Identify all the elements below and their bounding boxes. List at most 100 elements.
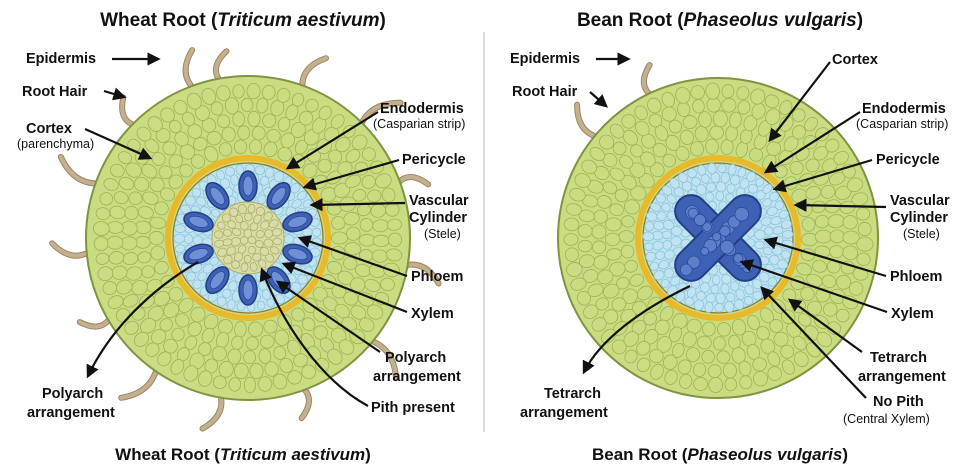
bean-label-root-hair: Root Hair bbox=[512, 84, 578, 100]
wheat-label-cortex-sub: (parenchyma) bbox=[17, 137, 94, 151]
wheat-label-endodermis-sub: (Casparian strip) bbox=[373, 117, 465, 131]
cortex-cell bbox=[107, 236, 123, 250]
cortex-cell bbox=[237, 126, 249, 140]
cortex-cell bbox=[241, 98, 253, 111]
cortex-cell bbox=[858, 222, 872, 236]
xylem-vessel bbox=[243, 176, 253, 196]
bean-label-cortex: Cortex bbox=[832, 52, 878, 68]
wheat-label-endodermis: Endodermis bbox=[380, 101, 464, 117]
cortex-cell bbox=[709, 377, 723, 392]
stele-cell bbox=[782, 230, 793, 238]
wheat-label-polyarch-left-2: arrangement bbox=[27, 405, 115, 421]
bean-label-endodermis: Endodermis bbox=[862, 101, 946, 117]
bean-label-phloem: Phloem bbox=[890, 269, 942, 285]
xylem-vessel bbox=[734, 254, 743, 263]
bean-panel: Bean Root (Phaseolus vulgaris) Epidermis… bbox=[510, 10, 950, 464]
xylem-vessel bbox=[735, 207, 749, 221]
cortex-cell bbox=[564, 233, 578, 245]
cortex-cell bbox=[246, 337, 259, 350]
bean-label-tetrarch-right-1: Tetrarch bbox=[870, 350, 927, 366]
wheat-label-vascular-sub: (Stele) bbox=[424, 227, 461, 241]
bean-label-vascular-sub: (Stele) bbox=[903, 227, 940, 241]
wheat-arrow-root-hair bbox=[104, 91, 124, 97]
cortex-cell bbox=[388, 233, 402, 247]
stele-cell bbox=[174, 234, 185, 243]
bean-label-tetrarch-right-2: arrangement bbox=[858, 369, 946, 385]
wheat-label-polyarch-right-1: Polyarch bbox=[385, 350, 446, 366]
wheat-label-pith: Pith present bbox=[371, 400, 455, 416]
bean-title: Bean Root (Phaseolus vulgaris) bbox=[577, 10, 863, 31]
xylem-vessel bbox=[694, 214, 705, 225]
cortex-cell bbox=[708, 365, 721, 378]
cortex-cell bbox=[856, 237, 873, 252]
cortex-cell bbox=[713, 337, 725, 351]
pith-cell bbox=[245, 213, 253, 221]
bean-label-vascular-1: Vascular bbox=[890, 193, 950, 209]
wheat-label-cortex: Cortex bbox=[26, 121, 72, 137]
bean-arrow-root-hair bbox=[590, 92, 606, 106]
xylem-vessel bbox=[243, 280, 253, 300]
cortex-cell bbox=[243, 351, 255, 364]
bean-label-xylem: Xylem bbox=[891, 306, 934, 322]
bean-label-no-pith-sub: (Central Xylem) bbox=[843, 412, 930, 426]
wheat-label-phloem: Phloem bbox=[411, 269, 463, 285]
stele-cell bbox=[754, 230, 765, 240]
wheat-label-polyarch-right-2: arrangement bbox=[373, 369, 461, 385]
stele-cell bbox=[712, 275, 720, 285]
cortex-cell bbox=[592, 240, 606, 254]
cortex-cell bbox=[619, 230, 634, 242]
cortex-cell bbox=[578, 240, 593, 252]
wheat-title: Wheat Root (Triticum aestivum) bbox=[100, 10, 386, 31]
stele-cell bbox=[716, 191, 724, 201]
wheat-label-vascular-1: Vascular bbox=[409, 193, 469, 209]
stele-cell bbox=[284, 234, 294, 244]
cortex-cell bbox=[94, 236, 108, 250]
wheat-label-vascular-2: Cylinder bbox=[409, 210, 467, 226]
xylem-vessel bbox=[720, 240, 734, 254]
stele-cell bbox=[662, 231, 672, 239]
cortex-cell bbox=[247, 83, 261, 99]
cortex-cell bbox=[830, 230, 845, 243]
stele-cell bbox=[711, 285, 719, 294]
cortex-cell bbox=[710, 126, 724, 140]
wheat-label-pericycle: Pericycle bbox=[402, 152, 466, 168]
bean-label-epidermis: Epidermis bbox=[510, 51, 580, 67]
xylem-vessel bbox=[720, 226, 730, 236]
bean-label-endodermis-sub: (Casparian strip) bbox=[856, 117, 948, 131]
bean-label-pericycle: Pericycle bbox=[876, 152, 940, 168]
root-hair bbox=[61, 157, 99, 184]
stele-cell bbox=[715, 303, 724, 312]
wheat-caption: Wheat Root (Triticum aestivum) bbox=[115, 445, 371, 464]
cortex-cell bbox=[605, 233, 620, 246]
cortex-cell bbox=[717, 350, 730, 363]
stele-cell bbox=[312, 228, 321, 237]
wheat-label-xylem: Xylem bbox=[411, 306, 454, 322]
cortex-cell bbox=[815, 230, 832, 243]
bean-label-no-pith: No Pith bbox=[873, 394, 924, 410]
cortex-cell bbox=[331, 232, 347, 244]
cortex-cell bbox=[713, 111, 727, 127]
xylem-vessel bbox=[713, 233, 721, 241]
cortex-cell bbox=[248, 111, 261, 127]
stele-cell bbox=[718, 164, 727, 173]
stele-cell bbox=[643, 232, 654, 241]
cortex-cell bbox=[591, 225, 606, 240]
bean-label-tetrarch-left-1: Tetrarch bbox=[544, 386, 601, 402]
cortex-cell bbox=[707, 97, 721, 112]
xylem-vessel bbox=[701, 247, 709, 255]
pith-cell bbox=[244, 255, 251, 263]
cortex-cell bbox=[149, 231, 164, 244]
cortex-cell bbox=[244, 377, 256, 393]
bean-caption: Bean Root (Phaseolus vulgaris) bbox=[592, 445, 848, 464]
root-hair bbox=[121, 368, 157, 398]
bean-label-vascular-2: Cylinder bbox=[890, 210, 948, 226]
cortex-cell bbox=[706, 83, 720, 100]
cortex-cell bbox=[346, 227, 360, 241]
wheat-label-epidermis: Epidermis bbox=[26, 51, 96, 67]
cortex-cell bbox=[373, 235, 389, 247]
stele-cell bbox=[670, 236, 681, 246]
xylem-vessel bbox=[680, 264, 692, 276]
wheat-panel: Wheat Root (Triticum aestivum) Epidermis… bbox=[17, 10, 469, 464]
cortex-cell bbox=[234, 363, 249, 379]
